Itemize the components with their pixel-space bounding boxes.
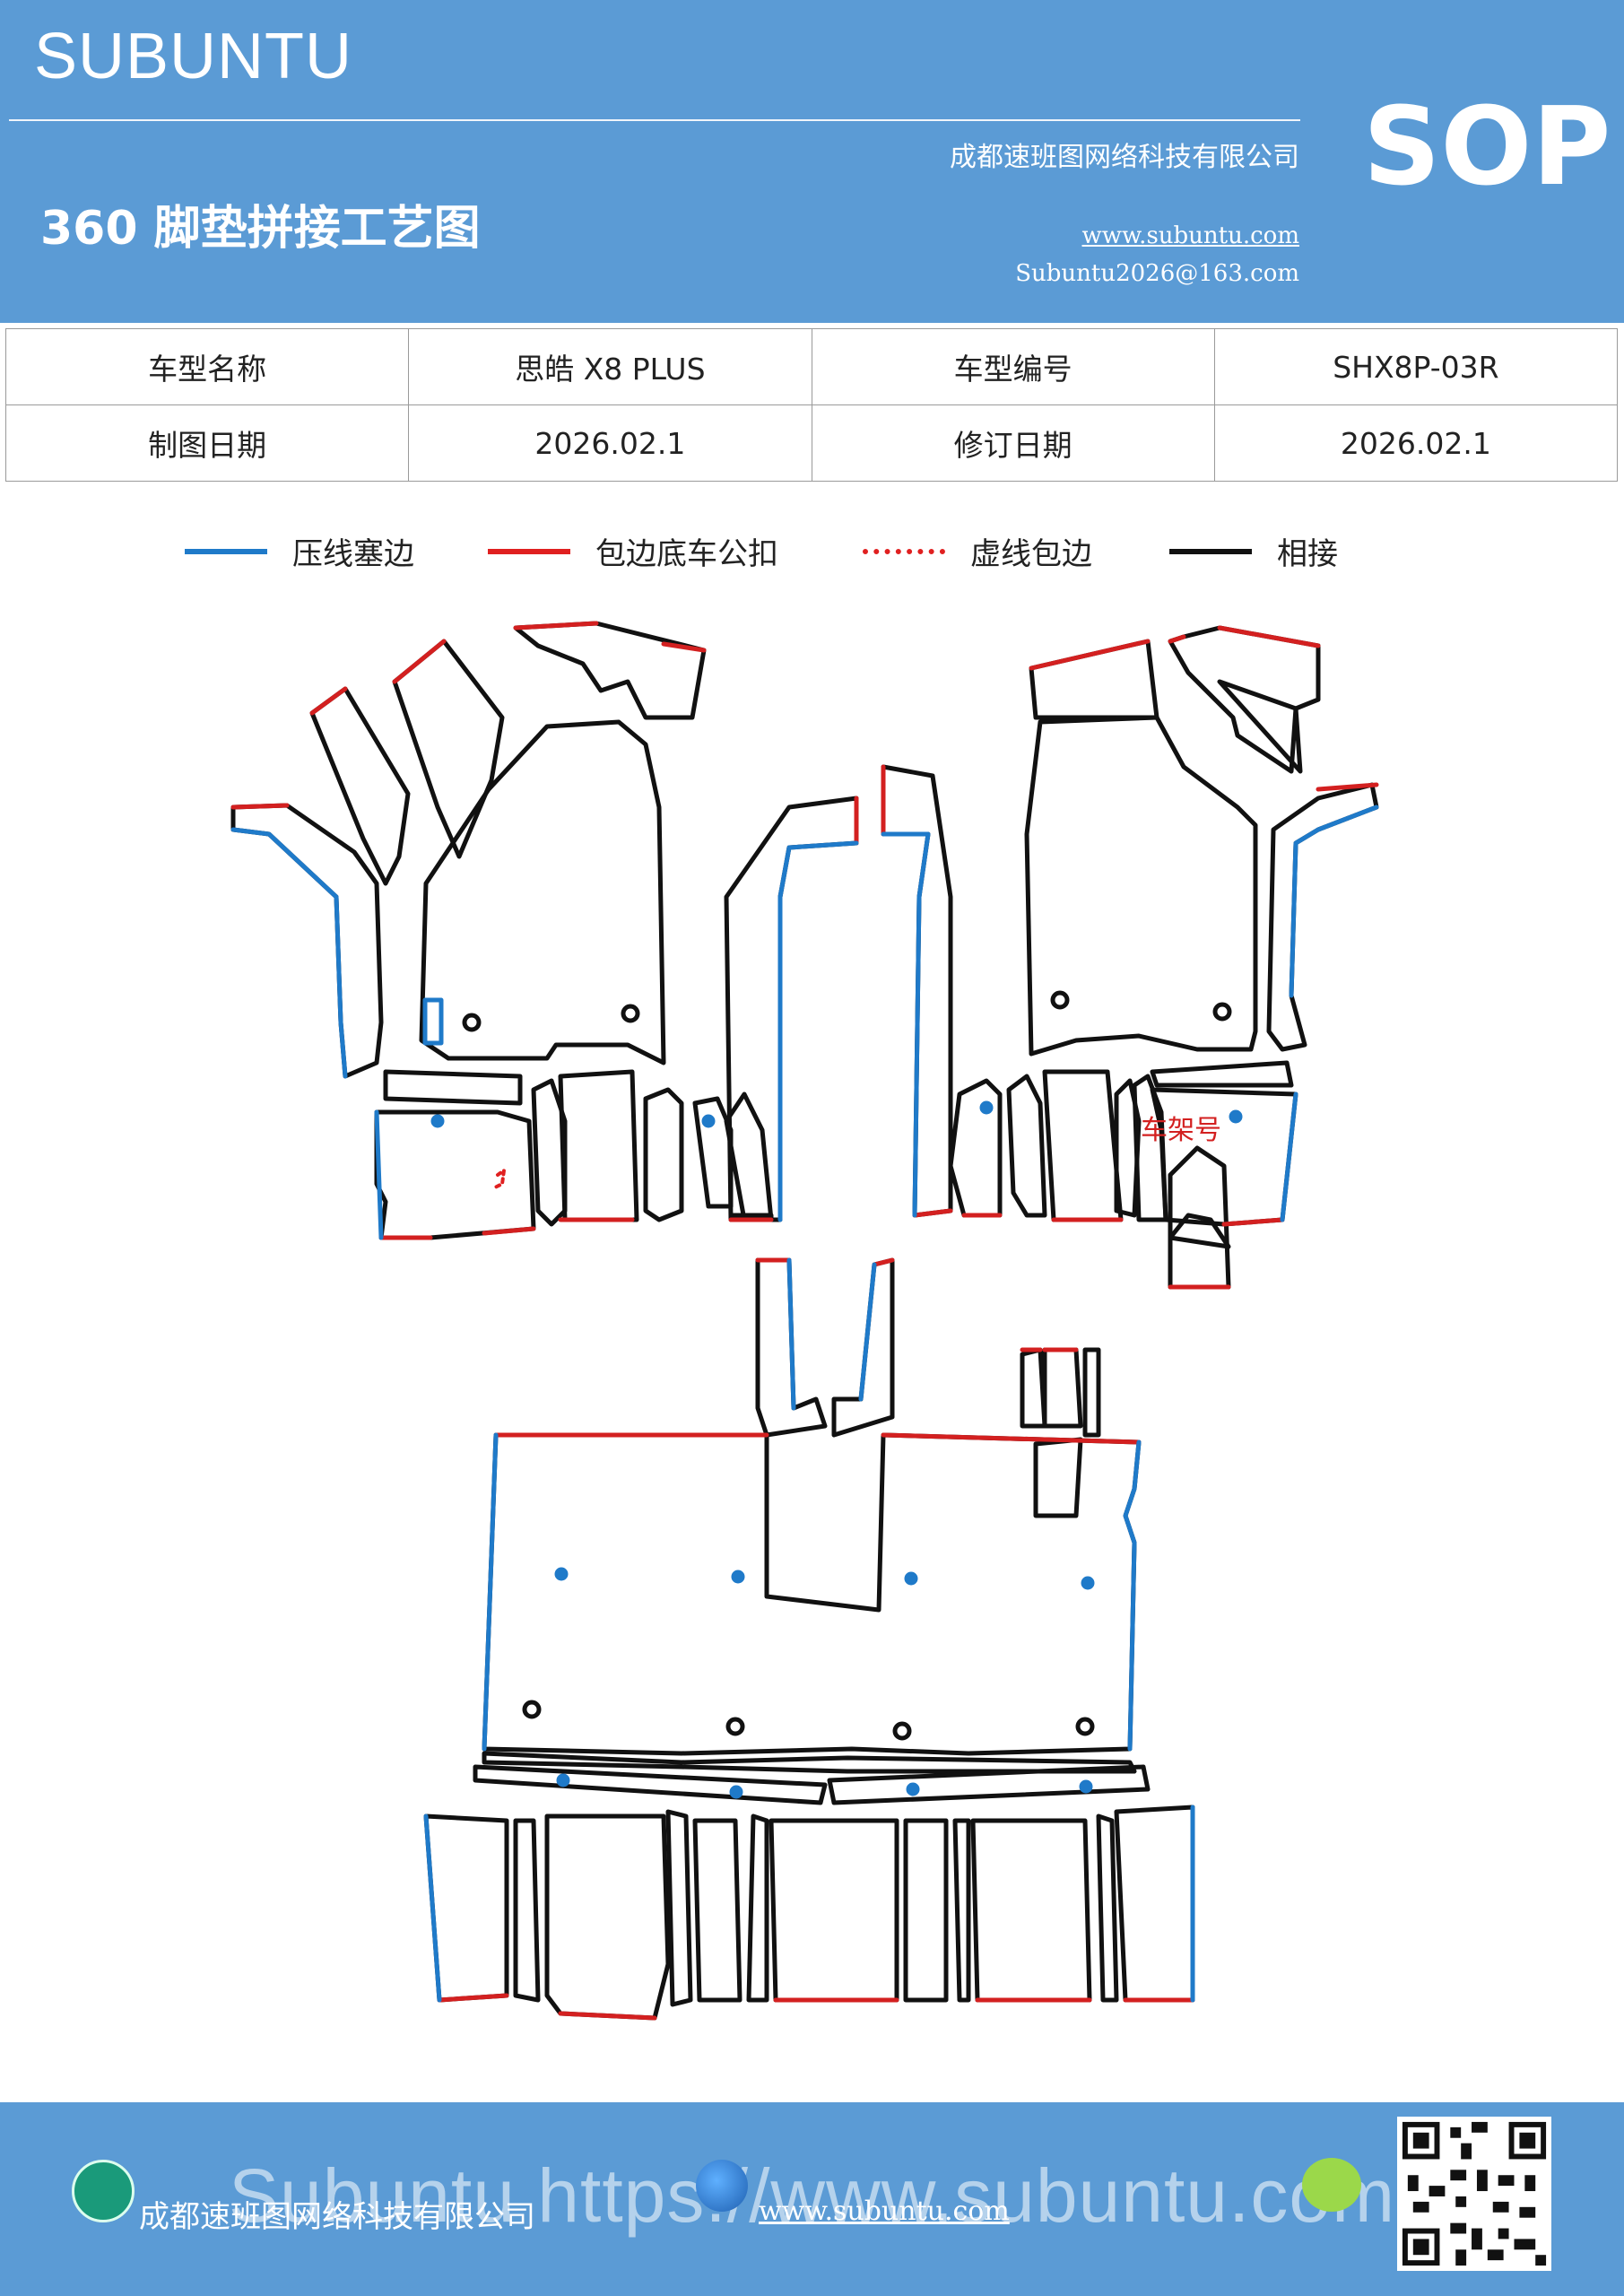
legend-item-join: 相接 xyxy=(1169,529,1338,573)
globe-icon xyxy=(696,2160,748,2212)
value-model-name: 思皓 X8 PLUS xyxy=(408,328,812,405)
legend-label: 包边底车公扣 xyxy=(595,536,778,572)
mat-piece xyxy=(558,1069,639,1222)
email-address: Subuntu2026@163.com xyxy=(1015,260,1299,287)
mat-piece xyxy=(513,1818,541,2003)
page-title: 360 脚垫拼接工艺图 xyxy=(40,202,481,256)
header-divider xyxy=(9,119,1300,121)
qr-code xyxy=(1397,2117,1551,2271)
table-row: 车型名称 思皓 X8 PLUS 车型编号 SHX8P-03R xyxy=(4,328,1619,405)
press-edge-lines xyxy=(230,804,1379,2003)
mat-piece xyxy=(513,621,707,720)
mat-piece xyxy=(692,1818,743,2003)
mat-piece xyxy=(1033,1437,1083,1518)
frame-number-label: 车架号 xyxy=(1141,1115,1221,1146)
footer-banner: 成都速班图网络科技有限公司 Subuntu https://www.subunt… xyxy=(0,2102,1624,2296)
mat-piece xyxy=(309,686,411,886)
sop-badge: SOP xyxy=(1363,85,1611,210)
mat-piece xyxy=(643,1087,684,1222)
mat-piece xyxy=(746,1813,769,2003)
legend-label: 相接 xyxy=(1277,536,1338,572)
mat-piece xyxy=(724,796,859,1222)
mat-piece xyxy=(1217,679,1303,774)
join-lines xyxy=(230,621,1379,2021)
mat-piece xyxy=(1266,782,1379,1052)
mat-piece xyxy=(1042,1069,1124,1222)
mat-piece xyxy=(392,639,505,859)
legend-swatch-red-dotted xyxy=(863,548,945,554)
table-row: 制图日期 2026.02.1 修订日期 2026.02.1 xyxy=(4,404,1619,482)
value-draw-date: 2026.02.1 xyxy=(408,404,812,482)
dotted-edge-lines xyxy=(491,1169,506,1190)
brand-logo: SUBUNTU xyxy=(34,21,353,92)
mat-piece xyxy=(692,1096,734,1209)
footer-watermark: Subuntu https://www.subuntu.com xyxy=(229,2153,1396,2238)
mat-piece xyxy=(473,1764,828,1805)
edge-binding-lines xyxy=(230,621,1379,2021)
mat-piece xyxy=(1150,1060,1294,1088)
legend-swatch-red xyxy=(488,548,570,554)
website-link[interactable]: www.subuntu.com xyxy=(1081,222,1300,249)
mat-piece xyxy=(1024,715,1258,1057)
footer-company: 成都速班图网络科技有限公司 xyxy=(139,2199,535,2235)
mat-piece xyxy=(1168,1145,1231,1290)
legend-item-dotted: 虚线包边 xyxy=(863,529,1092,573)
building-icon xyxy=(72,2160,135,2222)
mat-piece xyxy=(948,1078,1003,1218)
mat-piece xyxy=(1114,1805,1195,2003)
label-revision-date: 修订日期 xyxy=(811,404,1215,482)
label-model-name: 车型名称 xyxy=(4,328,410,405)
mat-piece xyxy=(665,1809,693,2007)
label-model-code: 车型编号 xyxy=(811,328,1215,405)
mat-piece xyxy=(1168,625,1321,774)
mat-piece xyxy=(1006,1074,1047,1218)
mat-piece xyxy=(383,1069,523,1106)
wechat-icon[interactable] xyxy=(1302,2158,1361,2212)
legend-swatch-blue xyxy=(185,548,267,554)
mat-piece xyxy=(970,1818,1092,2003)
legend-item-edge: 包边底车公扣 xyxy=(488,529,778,573)
mat-piece xyxy=(952,1818,971,2003)
mat-piece xyxy=(482,1751,1137,1774)
mat-piece xyxy=(1168,1213,1231,1249)
header-banner: SUBUNTU 360 脚垫拼接工艺图 成都速班图网络科技有限公司 www.su… xyxy=(0,0,1624,323)
mat-piece xyxy=(903,1818,949,2003)
mat-piece xyxy=(374,1109,536,1240)
mat-piece xyxy=(1082,1347,1101,1438)
legend-label: 虚线包边 xyxy=(970,536,1092,572)
label-draw-date: 制图日期 xyxy=(4,404,410,482)
mat-piece xyxy=(230,803,384,1079)
mat-piece xyxy=(544,1813,671,2021)
mat-piece xyxy=(769,1818,899,2003)
legend-swatch-black xyxy=(1169,548,1252,554)
mat-piece xyxy=(831,1257,895,1438)
mat-piece xyxy=(1020,1347,1047,1429)
line-legend: 压线塞边 包边底车公扣 虚线包边 相接 xyxy=(0,529,1624,574)
mat-piece xyxy=(482,1432,1142,1756)
value-model-code: SHX8P-03R xyxy=(1213,328,1619,405)
mat-piece xyxy=(1042,1347,1083,1429)
mat-piece xyxy=(827,1764,1151,1805)
legend-label: 压线塞边 xyxy=(292,536,414,572)
value-revision-date: 2026.02.1 xyxy=(1213,404,1619,482)
footer-website-link[interactable]: www.subuntu.com xyxy=(759,2196,1010,2227)
mat-piece xyxy=(1096,1813,1119,2003)
vehicle-info-table: 车型名称 思皓 X8 PLUS 车型编号 SHX8P-03R 制图日期 2026… xyxy=(4,328,1619,482)
legend-item-press: 压线塞边 xyxy=(185,529,414,573)
mat-piece xyxy=(419,719,666,1065)
mat-piece xyxy=(724,1091,774,1222)
company-name: 成都速班图网络科技有限公司 xyxy=(950,142,1299,173)
